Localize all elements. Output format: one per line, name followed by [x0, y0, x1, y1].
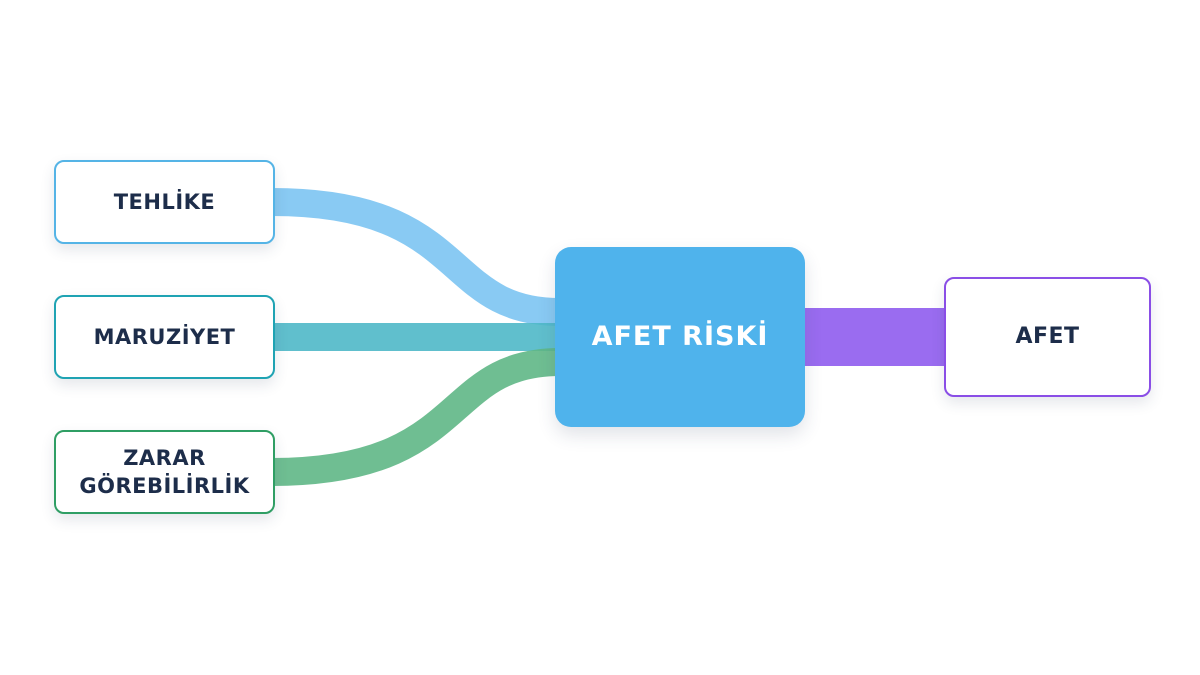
- node-afet-label: AFET: [1015, 324, 1080, 349]
- node-afet-riski-label: AFET RİSKİ: [591, 321, 769, 352]
- node-afet-riski: AFET RİSKİ: [555, 247, 805, 427]
- node-tehlike-label: TEHLİKE: [113, 190, 216, 214]
- connector-zarar-to-risk: [258, 348, 574, 486]
- node-maruziyet: MARUZİYET: [54, 295, 275, 379]
- node-tehlike: TEHLİKE: [54, 160, 275, 244]
- node-zarar-gorebilirlik: ZARAR GÖREBİLİRLİK: [54, 430, 275, 514]
- node-maruziyet-label: MARUZİYET: [93, 325, 236, 349]
- connector-tehlike-to-risk: [258, 188, 574, 326]
- connector-risk-to-afet: [800, 308, 948, 366]
- node-zarar-gorebilirlik-label: ZARAR GÖREBİLİRLİK: [79, 446, 250, 498]
- node-afet: AFET: [944, 277, 1151, 397]
